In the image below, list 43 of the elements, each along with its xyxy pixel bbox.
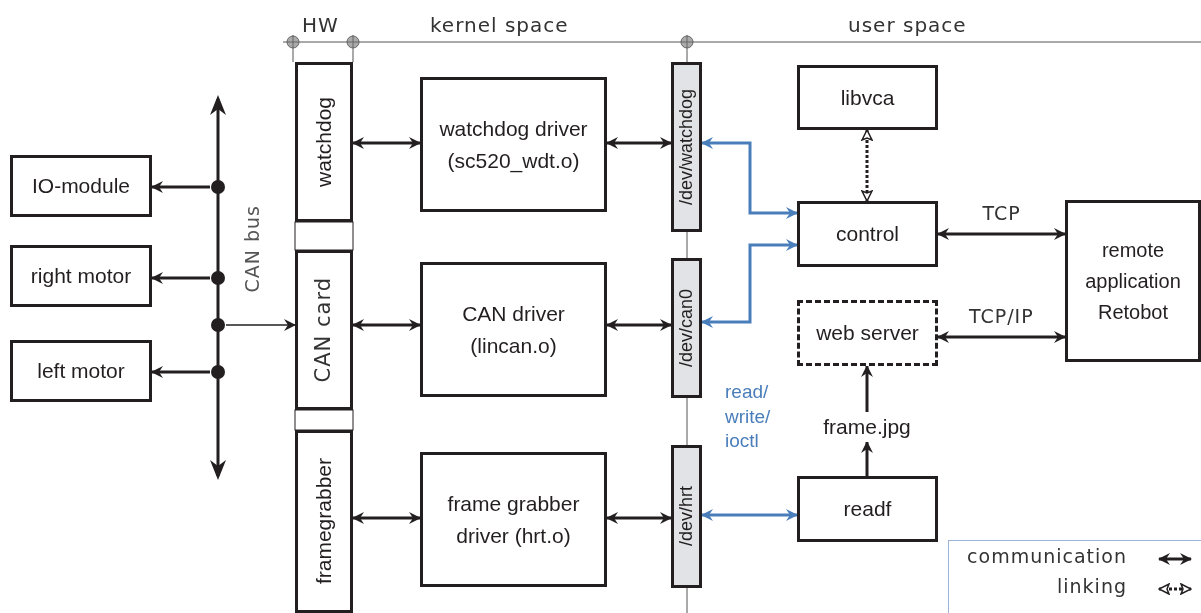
arrow [225,319,296,331]
operations-label: read/ write/ ioctl [725,380,772,454]
process-box: left motor [10,340,152,402]
device-box: CAN card [295,250,353,410]
device-box: /dev/can0 [671,258,702,398]
arrow [701,137,798,219]
device-box: framegrabber [295,430,353,613]
arrow [606,319,672,331]
linking-arrow [861,129,873,202]
header-label: HW [302,13,339,37]
process-box: remote application Retobot [1065,200,1201,362]
arrow [606,137,672,149]
arrow [151,181,210,193]
can-bus-line [210,95,226,480]
process-box: right motor [10,245,152,307]
header-label: kernel space [430,13,569,37]
arrow [937,331,1066,343]
arrow [701,509,798,521]
process-box: watchdog driver (sc520_wdt.o) [420,77,607,212]
process-box: CAN driver (lincan.o) [420,262,607,397]
device-box: watchdog [295,62,353,222]
arrow [861,441,873,476]
bus-label: CAN bus [241,205,263,293]
header-label: user space [848,13,967,37]
process-box: web server [797,300,938,366]
process-box: readf [797,476,938,542]
arrow [352,319,421,331]
arrow [151,366,210,378]
arrow [352,137,421,149]
process-box: frame grabber driver (hrt.o) [420,452,607,587]
arrow [861,365,873,412]
legend-label: linking [1057,575,1127,597]
process-box: IO-module [10,155,152,217]
process-box: libvca [797,65,938,130]
process-box: control [797,201,938,267]
arrow [606,512,672,524]
device-box: /dev/hrt [671,445,702,588]
arrow [701,239,798,328]
legend-label: communication [967,545,1127,567]
device-box: /dev/watchdog [671,62,702,232]
arrow [151,272,210,284]
arrow [352,512,421,524]
arrow [937,228,1066,240]
